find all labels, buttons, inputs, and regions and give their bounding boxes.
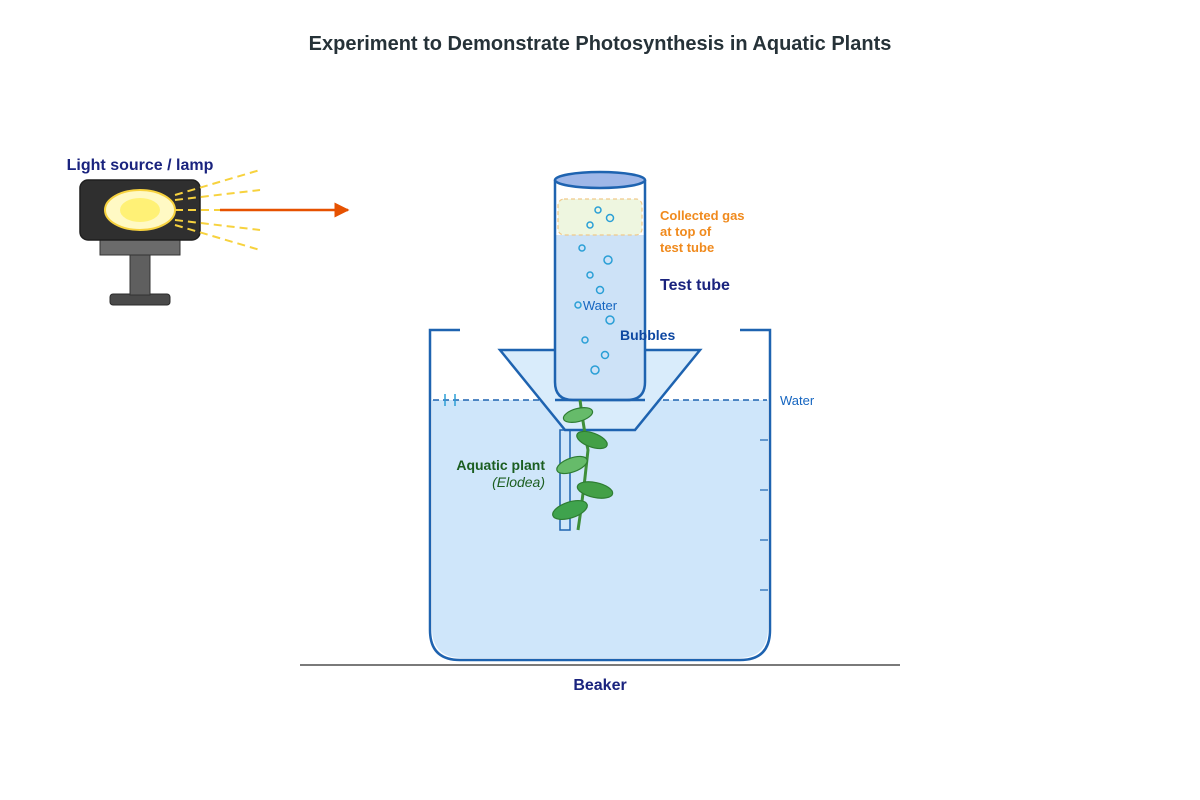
plant-leaf <box>576 430 608 450</box>
bubbles-label: Bubbles <box>620 327 675 343</box>
lamp-base <box>109 293 171 306</box>
lamp-stand <box>129 253 151 296</box>
light-ray <box>174 189 261 201</box>
bubble <box>595 285 605 295</box>
beaker-water <box>432 400 768 658</box>
plant-leaf <box>556 455 588 475</box>
collected-gas <box>557 198 643 236</box>
bubble <box>586 271 594 279</box>
bubble <box>578 244 586 252</box>
bubble <box>600 350 610 360</box>
bubble <box>605 213 615 223</box>
light-ray <box>174 224 261 251</box>
beaker-water-label: Water <box>780 393 815 408</box>
plant-species-label: (Elodea) <box>492 474 545 490</box>
bubble <box>574 301 582 309</box>
lamp-label: Light source / lamp <box>67 157 214 174</box>
beaker-label: Beaker <box>573 677 626 694</box>
collected-gas-label-line2: at top of <box>660 224 712 239</box>
bubble <box>590 365 600 375</box>
funnel-stem <box>559 429 571 531</box>
desk-lamp-icon <box>79 179 201 306</box>
bubble <box>605 315 615 325</box>
bubble <box>581 336 589 344</box>
collected-gas-label-line1: Collected gas <box>660 208 745 223</box>
bubble <box>603 255 613 265</box>
plant-leaf <box>562 407 594 423</box>
beaker-graduations <box>760 439 768 591</box>
bubble <box>594 206 602 214</box>
plant-leaf <box>552 499 588 521</box>
test-tube-mouth <box>553 170 647 190</box>
plant-leaf <box>576 481 614 499</box>
bubble <box>586 221 594 229</box>
test-tube-water <box>556 235 644 399</box>
bubbles <box>574 206 615 375</box>
diagram-title: Experiment to Demonstrate Photosynthesis… <box>309 33 892 55</box>
plant-label: Aquatic plant <box>456 457 545 473</box>
beaker <box>428 328 772 662</box>
aquatic-plant <box>552 399 614 531</box>
tube-water-label: Water <box>583 298 618 313</box>
light-ray <box>174 219 261 231</box>
collected-gas-label-line3: test tube <box>660 240 714 255</box>
test-tube-label: Test tube <box>660 277 730 294</box>
light-rays <box>174 169 261 251</box>
light-ray <box>174 169 261 196</box>
lamp-bulb-glow <box>120 198 160 222</box>
